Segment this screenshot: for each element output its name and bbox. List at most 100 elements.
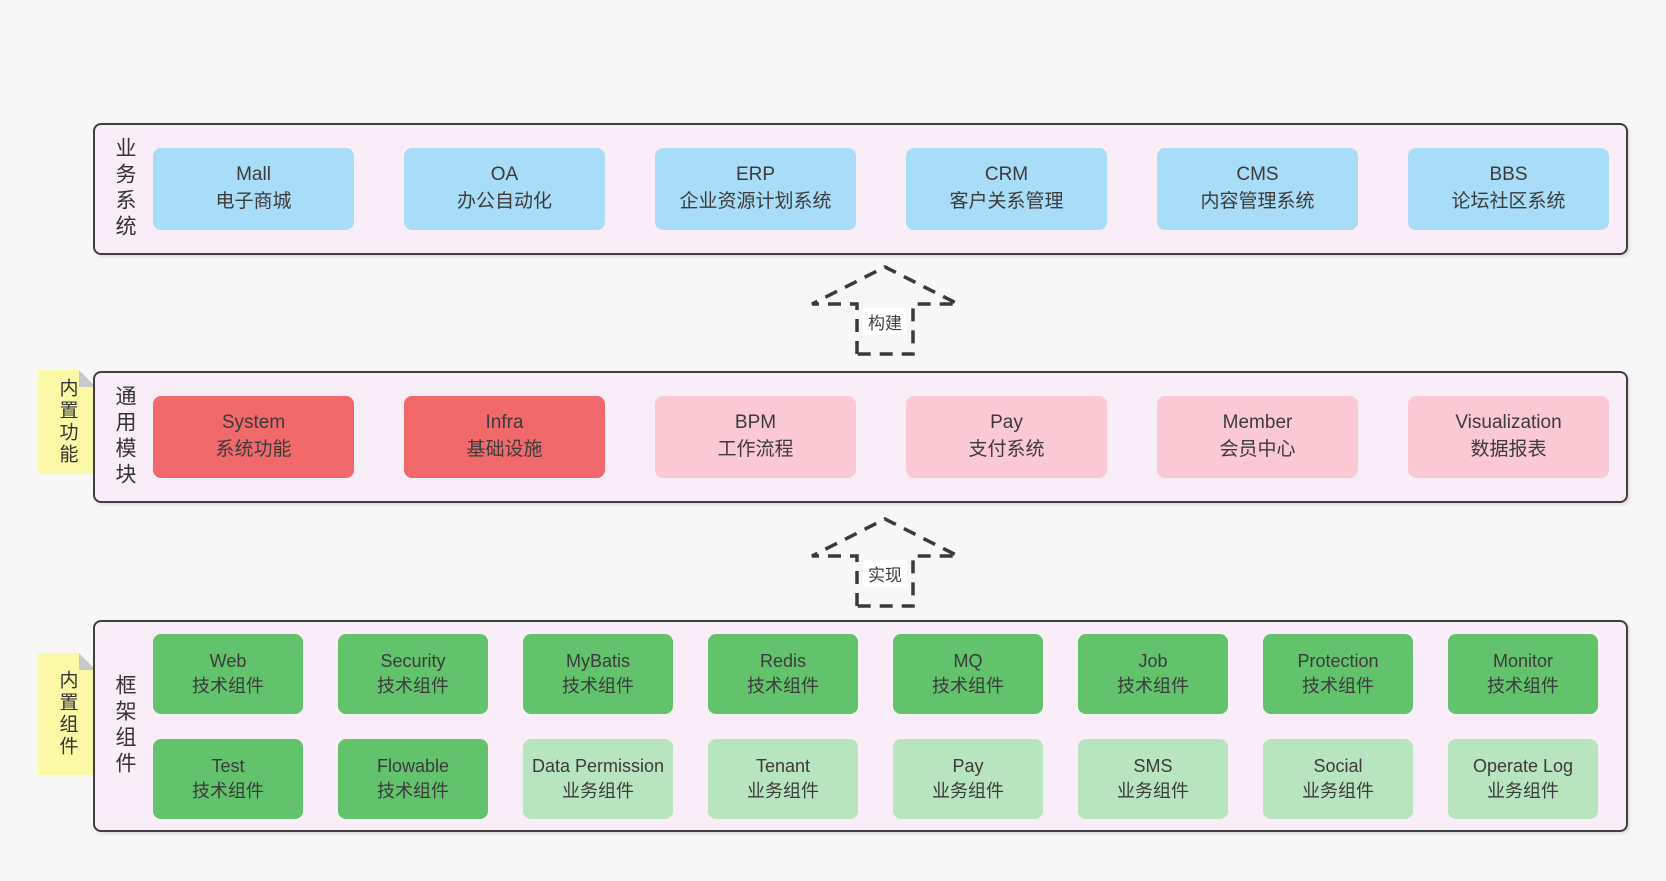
card-infra: Infra 基础设施 <box>404 396 605 478</box>
layer-boxes: System 系统功能 Infra 基础设施 BPM 工作流程 Pay 支付系统 Member 会… <box>153 373 1626 501</box>
layer-common-modules: 通用模块 System 系统功能 Infra 基础设施 BPM 工作流程 Pay 支付系统 Me… <box>93 371 1628 503</box>
card-title: Test <box>211 756 245 777</box>
card-subtitle: 数据报表 <box>1470 439 1547 460</box>
card-subtitle: 内容管理系统 <box>1200 191 1315 212</box>
card-title: Infra <box>485 412 524 434</box>
card-title: Redis <box>759 651 807 672</box>
card-title: Web <box>209 651 247 672</box>
card-protection: Protection 技术组件 <box>1263 633 1413 714</box>
card-title: BPM <box>734 412 777 434</box>
card-subtitle: 业务组件 <box>1302 780 1374 801</box>
card-subtitle: 业务组件 <box>747 780 819 801</box>
card-title: Visualization <box>1455 412 1562 434</box>
card-title: Protection <box>1297 651 1379 672</box>
card-subtitle: 技术组件 <box>932 675 1004 696</box>
card-subtitle: 客户关系管理 <box>949 191 1064 212</box>
card-title: Operate Log <box>1472 756 1574 777</box>
layer-label: 业务系统 <box>113 137 136 241</box>
card-operate-log: Operate Log 业务组件 <box>1448 738 1598 819</box>
card-title: OA <box>490 164 519 186</box>
card-subtitle: 技术组件 <box>377 675 449 696</box>
sticky-tag-built-in-features: 内置功能 <box>38 370 96 474</box>
card-social: Social 业务组件 <box>1263 738 1413 819</box>
card-subtitle: 技术组件 <box>192 675 264 696</box>
card-subtitle: 电子商城 <box>215 191 292 212</box>
build-arrow: 构建 <box>810 264 960 356</box>
card-security: Security 技术组件 <box>338 633 488 714</box>
card-bbs: BBS 论坛社区系统 <box>1408 148 1609 230</box>
card-title: Data Permission <box>531 756 665 777</box>
arrow-label: 实现 <box>863 560 907 587</box>
card-subtitle: 基础设施 <box>466 439 543 460</box>
card-subtitle: 系统功能 <box>215 439 292 460</box>
card-crm: CRM 客户关系管理 <box>906 148 1107 230</box>
card-title: MyBatis <box>565 651 630 672</box>
card-title: System <box>221 412 286 434</box>
card-title: Mall <box>236 164 271 186</box>
card-pay: Pay 业务组件 <box>893 738 1043 819</box>
card-title: Pay <box>990 412 1023 434</box>
card-title: SMS <box>1133 756 1173 777</box>
implement-arrow: 实现 <box>810 516 960 608</box>
card-title: Tenant <box>755 756 811 777</box>
card-title: Flowable <box>376 756 450 777</box>
card-data-permission: Data Permission 业务组件 <box>523 738 673 819</box>
card-subtitle: 业务组件 <box>1117 780 1189 801</box>
card-oa: OA 办公自动化 <box>404 148 605 230</box>
arrow-label: 构建 <box>863 308 907 335</box>
card-mall: Mall 电子商城 <box>153 148 354 230</box>
card-title: MQ <box>953 651 983 672</box>
card-subtitle: 技术组件 <box>377 780 449 801</box>
card-title: CMS <box>1236 164 1279 186</box>
card-title: CRM <box>984 164 1029 186</box>
card-subtitle: 业务组件 <box>1487 780 1559 801</box>
card-subtitle: 技术组件 <box>562 675 634 696</box>
card-mybatis: MyBatis 技术组件 <box>523 633 673 714</box>
card-subtitle: 支付系统 <box>968 439 1045 460</box>
card-title: Member <box>1222 412 1293 434</box>
card-subtitle: 会员中心 <box>1219 439 1296 460</box>
card-title: Job <box>1138 651 1168 672</box>
card-subtitle: 办公自动化 <box>456 191 552 212</box>
card-cms: CMS 内容管理系统 <box>1157 148 1358 230</box>
card-title: Monitor <box>1492 651 1554 672</box>
card-row: System 系统功能 Infra 基础设施 BPM 工作流程 Pay 支付系统 Member 会… <box>153 396 1612 478</box>
card-subtitle: 技术组件 <box>192 780 264 801</box>
card-redis: Redis 技术组件 <box>708 633 858 714</box>
card-subtitle: 工作流程 <box>717 439 794 460</box>
sticky-tag-built-in-components: 内置组件 <box>38 653 96 775</box>
card-subtitle: 技术组件 <box>1117 675 1189 696</box>
card-visualization: Visualization 数据报表 <box>1408 396 1609 478</box>
card-subtitle: 技术组件 <box>1302 675 1374 696</box>
layer-label: 框架组件 <box>113 674 136 778</box>
sticky-tag-label: 内置功能 <box>56 378 78 466</box>
card-pay: Pay 支付系统 <box>906 396 1107 478</box>
card-member: Member 会员中心 <box>1157 396 1358 478</box>
card-title: Social <box>1313 756 1363 777</box>
layer-label: 通用模块 <box>113 385 136 489</box>
card-title: Security <box>380 651 446 672</box>
card-system: System 系统功能 <box>153 396 354 478</box>
card-subtitle: 论坛社区系统 <box>1451 191 1566 212</box>
card-title: BBS <box>1489 164 1528 186</box>
card-subtitle: 业务组件 <box>562 780 634 801</box>
card-subtitle: 企业资源计划系统 <box>679 191 832 212</box>
card-test: Test 技术组件 <box>153 738 303 819</box>
card-mq: MQ 技术组件 <box>893 633 1043 714</box>
card-title: Pay <box>952 756 984 777</box>
card-flowable: Flowable 技术组件 <box>338 738 488 819</box>
card-sms: SMS 业务组件 <box>1078 738 1228 819</box>
card-tenant: Tenant 业务组件 <box>708 738 858 819</box>
sticky-tag-label: 内置组件 <box>56 670 78 758</box>
card-subtitle: 业务组件 <box>932 780 1004 801</box>
card-subtitle: 技术组件 <box>747 675 819 696</box>
